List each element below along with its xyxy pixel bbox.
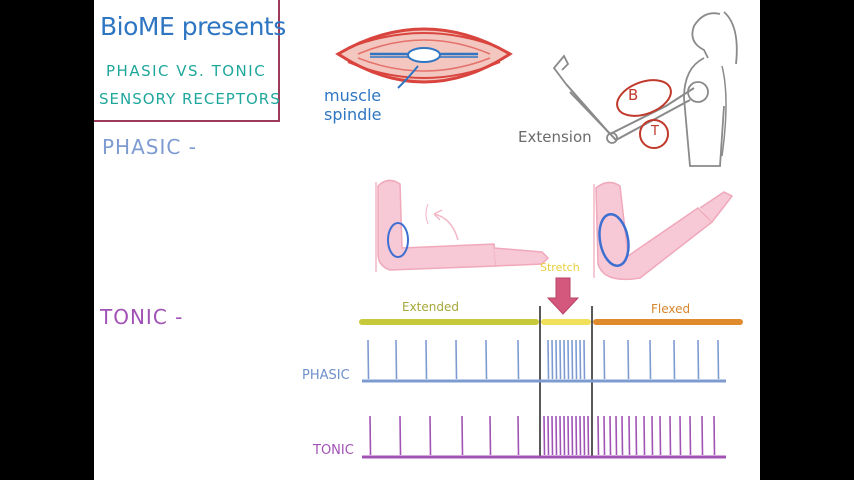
whiteboard-canvas: BioME presents PHASIC VS. TONIC SENSORY … <box>94 0 760 480</box>
tonic-spike <box>615 415 618 456</box>
tonic-spike <box>621 415 624 456</box>
biceps-label: B <box>628 86 639 104</box>
spindle-capsule <box>407 47 441 63</box>
phasic-spike <box>555 339 558 380</box>
title-line-1: PHASIC VS. TONIC <box>106 62 267 80</box>
firing-timeline <box>359 277 743 459</box>
phasic-row-label: PHASIC <box>302 368 350 383</box>
tonic-spike <box>659 415 662 456</box>
flex-arrow <box>433 213 459 241</box>
tonic-spike <box>669 415 672 456</box>
phasic-heading: PHASIC - <box>102 135 197 159</box>
flexed-arm-drawing <box>593 181 734 281</box>
title-line-2: SENSORY RECEPTORS <box>99 90 281 108</box>
extension-label: Extension <box>518 128 592 146</box>
tonic-spike <box>713 415 716 456</box>
tonic-spike <box>579 415 582 456</box>
tonic-spike <box>399 415 402 456</box>
phasic-spike <box>367 339 370 380</box>
tonic-spike <box>651 415 654 456</box>
tonic-spike <box>643 415 646 456</box>
tonic-spike <box>689 415 692 456</box>
tonic-spike <box>583 415 586 456</box>
phasic-spike <box>571 339 574 380</box>
tonic-spike <box>587 415 590 456</box>
triceps-label: T <box>651 124 659 139</box>
tonic-spike <box>603 415 606 456</box>
spindle-oval <box>387 222 409 258</box>
spindle-oval <box>598 213 630 267</box>
phasic-spike <box>425 339 428 380</box>
muscle-spindle-drawing <box>335 27 513 89</box>
arm-shape <box>595 181 714 281</box>
phasic-spike <box>455 339 458 380</box>
tonic-spike <box>567 415 570 456</box>
tonic-spike <box>679 415 682 456</box>
tonic-spike <box>429 415 432 456</box>
upper-arm <box>609 87 695 135</box>
phasic-spike <box>551 339 554 380</box>
tonic-row-label: TONIC <box>313 443 354 458</box>
flexed-phase-label: Flexed <box>651 302 691 316</box>
title-box: BioME presents PHASIC VS. TONIC SENSORY … <box>94 0 286 122</box>
phasic-spike <box>563 339 566 380</box>
hand <box>552 54 570 85</box>
tonic-spike <box>701 415 704 456</box>
tonic-spike <box>369 415 372 456</box>
tonic-heading: TONIC - <box>100 305 184 329</box>
tonic-spike <box>461 415 464 456</box>
phasic-spike <box>559 339 562 380</box>
biceps-outline <box>616 79 672 117</box>
stretch-arrow <box>546 277 580 315</box>
tonic-spike-train <box>369 415 716 456</box>
phasic-spike <box>485 339 488 380</box>
stretch-label: Stretch <box>540 261 580 274</box>
phasic-spike <box>697 339 700 380</box>
phasic-spike <box>603 339 606 380</box>
extension-figure-drawing <box>552 11 738 167</box>
phasic-spike <box>673 339 676 380</box>
phasic-spike <box>717 339 720 380</box>
phasic-spike <box>517 339 520 380</box>
phasic-spike <box>627 339 630 380</box>
phasic-spike-train <box>367 339 720 380</box>
tonic-spike <box>609 415 612 456</box>
tonic-spike <box>517 415 520 456</box>
tonic-spike <box>555 415 558 456</box>
phasic-spike <box>579 339 582 380</box>
triceps-outline <box>639 119 669 149</box>
extended-phase-label: Extended <box>402 300 459 314</box>
tonic-spike <box>547 415 550 456</box>
phasic-spike <box>395 339 398 380</box>
tonic-spike <box>575 415 578 456</box>
phasic-spike <box>547 339 550 380</box>
tonic-spike <box>597 415 600 456</box>
tonic-spike <box>571 415 574 456</box>
tonic-spike <box>543 415 546 456</box>
tonic-spike <box>635 415 638 456</box>
phasic-spike <box>649 339 652 380</box>
extended-arm-drawing <box>375 179 550 272</box>
tonic-spike <box>489 415 492 456</box>
tonic-spike <box>563 415 566 456</box>
phasic-spike <box>567 339 570 380</box>
tonic-spike <box>628 415 631 456</box>
title-main: BioME presents <box>100 12 286 41</box>
tonic-spike <box>559 415 562 456</box>
phasic-spike <box>575 339 578 380</box>
tonic-spike <box>551 415 554 456</box>
muscle-spindle-label: muscle spindle <box>324 86 382 124</box>
phasic-spike <box>583 339 586 380</box>
